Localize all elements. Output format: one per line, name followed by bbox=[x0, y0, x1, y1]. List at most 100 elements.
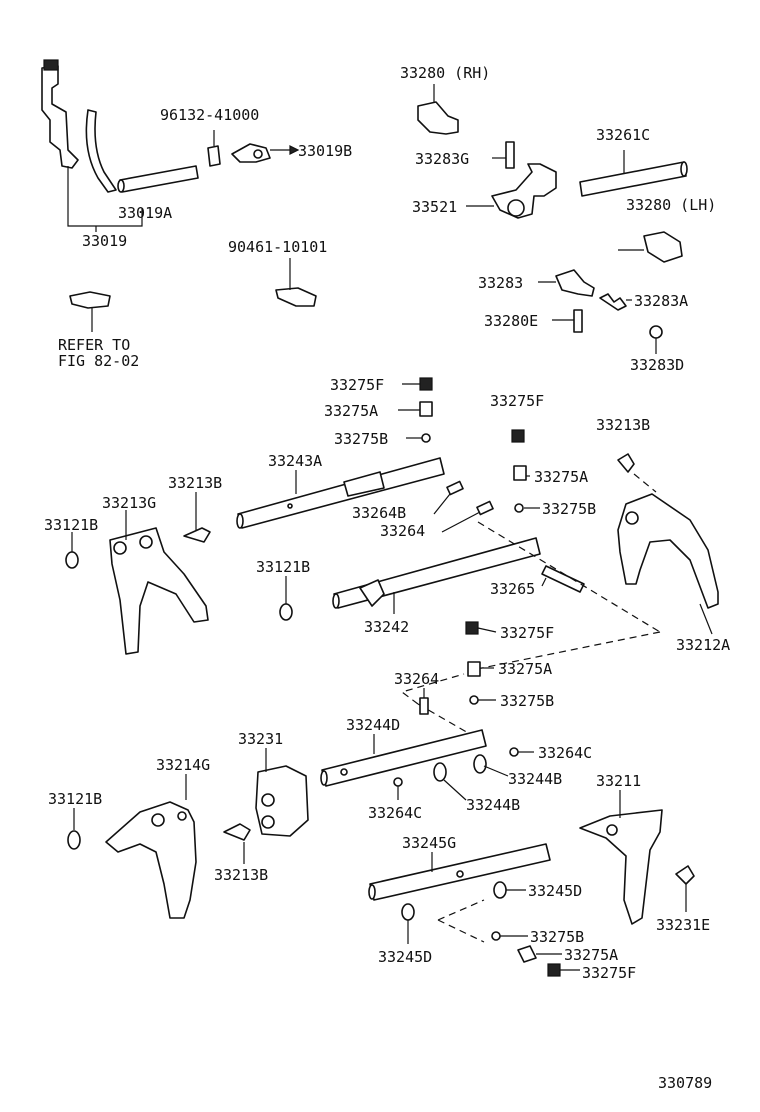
label-33280-lh: 33280 (LH) bbox=[626, 196, 716, 214]
fork-33214g bbox=[105, 801, 197, 919]
ring-33245d-1 bbox=[493, 881, 507, 899]
pin-33283g bbox=[505, 141, 515, 169]
ring-33244b-2 bbox=[433, 762, 447, 782]
label-33213g: 33213G bbox=[102, 494, 156, 512]
ring-33245d-2 bbox=[401, 903, 415, 921]
shaft-33242 bbox=[332, 537, 541, 609]
label-33283g: 33283G bbox=[415, 150, 469, 168]
label-33280-rh: 33280 (RH) bbox=[400, 64, 490, 82]
label-33264c-1: 33264C bbox=[538, 744, 592, 762]
label-33261c: 33261C bbox=[596, 126, 650, 144]
label-33275b-2: 33275B bbox=[542, 500, 596, 518]
label-33264b: 33264B bbox=[352, 504, 406, 522]
pin-33264-lower bbox=[419, 697, 429, 715]
plug-33280-rh bbox=[417, 84, 459, 135]
bolt-33213b-right bbox=[617, 453, 635, 473]
label-33275a-4: 33275A bbox=[564, 946, 618, 964]
label-33275a-2: 33275A bbox=[534, 468, 588, 486]
label-33245d-2: 33245D bbox=[378, 948, 432, 966]
figure-number: 330789 bbox=[658, 1074, 712, 1092]
label-33244b-1: 33244B bbox=[508, 770, 562, 788]
bolt-33213b-lower bbox=[223, 823, 251, 841]
plug-33275f-bottom bbox=[547, 963, 561, 977]
fork-33212a bbox=[617, 493, 719, 609]
pin-33264b bbox=[446, 480, 464, 496]
leader-lines bbox=[71, 157, 713, 971]
plug-33275f-mid bbox=[511, 429, 525, 443]
label-33275a-3: 33275A bbox=[498, 660, 552, 678]
shaft-33243a bbox=[236, 457, 445, 529]
label-33212a: 33212A bbox=[676, 636, 730, 654]
shift-lever-33521 bbox=[491, 163, 557, 219]
ball-33275b-lower bbox=[469, 695, 479, 705]
label-33244b-2: 33244B bbox=[466, 796, 520, 814]
label-33211: 33211 bbox=[596, 772, 641, 790]
pin-33265 bbox=[541, 565, 585, 593]
plug-33280-lh bbox=[643, 231, 683, 263]
label-33213b-2: 33213B bbox=[168, 474, 222, 492]
dashed-guides bbox=[400, 473, 661, 943]
label-33231e: 33231E bbox=[656, 916, 710, 934]
label-33231: 33231 bbox=[238, 730, 283, 748]
ball-33275b-bottom bbox=[491, 931, 501, 941]
label-33121b-2: 33121B bbox=[256, 558, 310, 576]
label-33264-2: 33264 bbox=[394, 670, 439, 688]
label-33121b-1: 33121B bbox=[44, 516, 98, 534]
bracket-90461 bbox=[275, 258, 317, 307]
ring-33244b-1 bbox=[473, 754, 487, 774]
bolt-33231e bbox=[675, 865, 695, 885]
washer-33121b-3 bbox=[67, 830, 81, 850]
fork-33211 bbox=[579, 809, 663, 925]
spring-33283a bbox=[599, 293, 627, 311]
fork-33213g bbox=[109, 527, 209, 655]
spring-33275a-mid bbox=[513, 465, 527, 481]
label-33275f-2: 33275F bbox=[490, 392, 544, 410]
label-33264c-2: 33264C bbox=[368, 804, 422, 822]
label-33243a: 33243A bbox=[268, 452, 322, 470]
label-33264-1: 33264 bbox=[380, 522, 425, 540]
plug-33275f-top bbox=[419, 377, 433, 391]
ball-33264c-1 bbox=[509, 747, 519, 757]
shift-cable-assembly bbox=[41, 59, 117, 193]
spring-33275a-lower bbox=[467, 661, 481, 677]
shaft-33283 bbox=[538, 269, 595, 297]
label-33280e: 33280E bbox=[484, 312, 538, 330]
label-33019a: 33019A bbox=[118, 204, 172, 222]
label-33521: 33521 bbox=[412, 198, 457, 216]
label-90461-10101: 90461-10101 bbox=[228, 238, 327, 256]
shaft-33261c bbox=[579, 150, 688, 197]
label-33275b-3: 33275B bbox=[500, 692, 554, 710]
label-33242: 33242 bbox=[364, 618, 409, 636]
label-33244d: 33244D bbox=[346, 716, 400, 734]
joint-33019b bbox=[231, 143, 300, 163]
plug-33275f-lower bbox=[465, 621, 479, 635]
label-33275f-4: 33275F bbox=[582, 964, 636, 982]
shift-head-33231 bbox=[255, 765, 309, 837]
rod-33019a bbox=[117, 165, 199, 193]
label-33275a-1: 33275A bbox=[324, 402, 378, 420]
label-96132-41000: 96132-41000 bbox=[160, 106, 259, 124]
label-33019: 33019 bbox=[82, 232, 127, 250]
label-33213b-3: 33213B bbox=[214, 866, 268, 884]
label-33275b-4: 33275B bbox=[530, 928, 584, 946]
label-33245d-1: 33245D bbox=[528, 882, 582, 900]
pin-33280e bbox=[573, 309, 583, 333]
label-33213b-1: 33213B bbox=[596, 416, 650, 434]
washer-33121b-2 bbox=[279, 603, 293, 621]
label-33275b-1: 33275B bbox=[334, 430, 388, 448]
label-refer-to: REFER TO bbox=[58, 336, 130, 354]
label-fig-82-02: FIG 82-02 bbox=[58, 352, 139, 370]
washer-33121b-1 bbox=[65, 551, 79, 569]
bolt-33213b-left bbox=[183, 527, 211, 543]
label-33275f-3: 33275F bbox=[500, 624, 554, 642]
label-33019b: 33019B bbox=[298, 142, 352, 160]
ball-33275b-top bbox=[421, 433, 431, 443]
pin-33264-mid bbox=[476, 500, 494, 516]
shaft-33245g bbox=[368, 843, 551, 901]
clip-96132 bbox=[207, 130, 221, 167]
label-33245g: 33245G bbox=[402, 834, 456, 852]
part-labels: 33280 (RH) 96132-41000 33019B 33283G 332… bbox=[44, 64, 730, 1092]
washer-33283d bbox=[649, 325, 663, 354]
